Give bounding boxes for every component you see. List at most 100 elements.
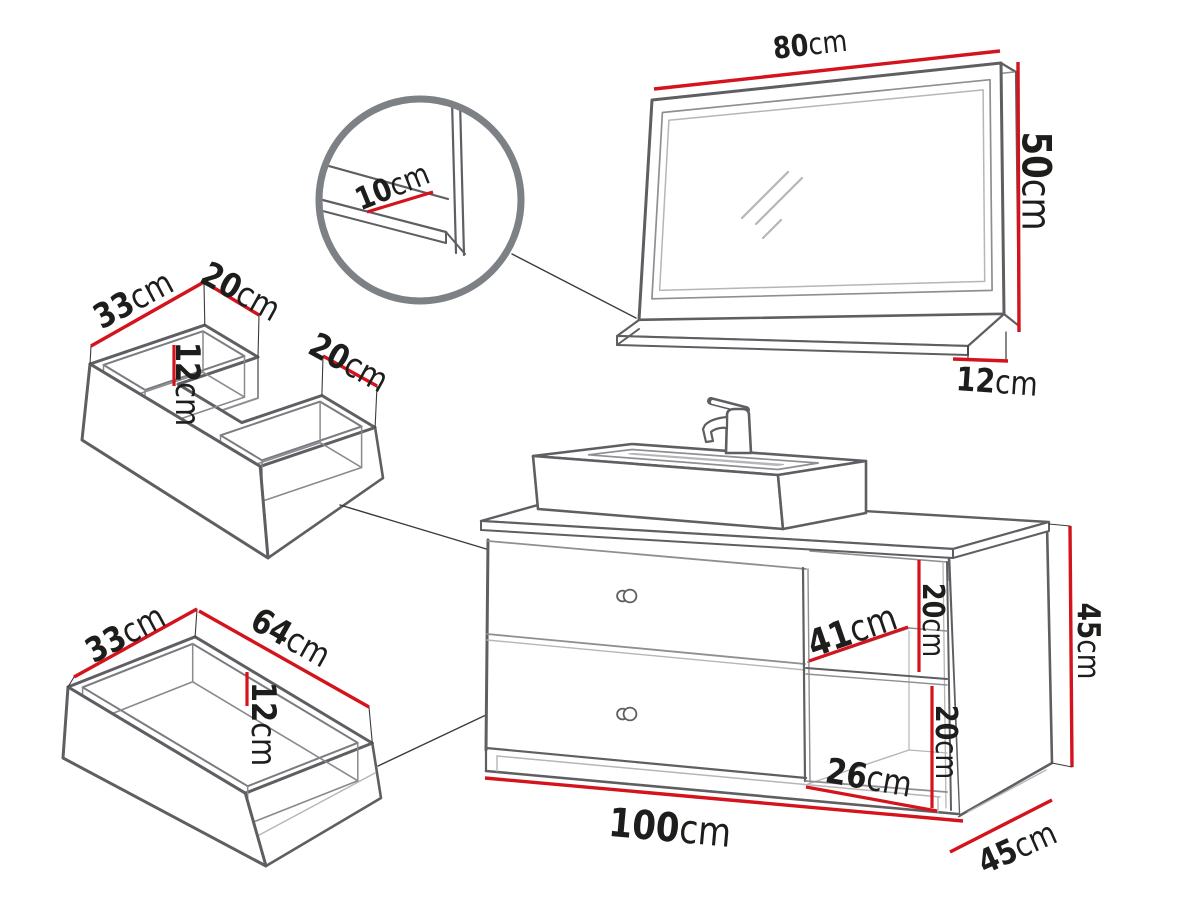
dim-value: 20 xyxy=(929,705,965,740)
mirror-glass-hatch-3 xyxy=(761,218,783,240)
dim-unit: cm xyxy=(243,722,282,766)
dim-line-detail-shelf-depth xyxy=(366,190,434,214)
dim-line-cabinet-depth xyxy=(949,798,1053,854)
drawer-ref-br xyxy=(368,706,373,744)
knob-upper xyxy=(622,588,638,604)
cabinet-height-ref-top xyxy=(1048,523,1071,527)
dim-unit: cm xyxy=(929,740,965,779)
niche-floor-left-edge xyxy=(807,749,910,785)
connector-circle-to-mirror xyxy=(511,253,637,319)
dim-label-niche-lower-height: 20cm xyxy=(929,705,965,779)
cabinet-top-under-counter xyxy=(487,540,807,570)
cabinet-right-plinth-line xyxy=(967,769,1047,813)
drawer-front-panel xyxy=(61,685,268,868)
dim-label-niche-width: 26cm xyxy=(823,750,916,805)
mirror-glass-hatch-2 xyxy=(754,176,804,226)
detail-circle-content xyxy=(322,102,466,257)
mirror-group: 80cm 50cm 12cm xyxy=(615,23,1059,404)
dim-line-organizer-depth xyxy=(90,280,205,348)
dim-line-niche-depth xyxy=(808,625,909,663)
detail-shelf-front-edge xyxy=(322,196,448,234)
cabinet-drawers-bottom-edge xyxy=(484,746,808,780)
dim-value: 50 xyxy=(1013,131,1059,178)
dim-line-mirror-width xyxy=(653,49,1001,91)
niche-shelf-back-edge xyxy=(908,627,948,632)
connector-organizer-to-cabinet xyxy=(339,504,514,558)
dim-line-organizer-right-width xyxy=(322,354,378,388)
organizer-ref-b20 xyxy=(257,314,260,358)
dim-line-drawer-width xyxy=(198,609,370,709)
dim-label-niche-upper-height: 20cm xyxy=(916,583,952,657)
dim-value: 20 xyxy=(916,583,952,618)
cabinet-base-bottom-edge xyxy=(484,769,960,816)
dim-line-cabinet-height xyxy=(1068,525,1074,768)
niche-floor-back-edge xyxy=(908,749,948,754)
detail-mirror-edge-1 xyxy=(450,102,458,255)
niche-right-wall-1 xyxy=(946,561,952,811)
dim-line-cabinet-width xyxy=(484,776,964,823)
detail-shelf-bottom-edge xyxy=(322,208,447,244)
cabinet-front-block xyxy=(486,540,959,816)
dim-label-drawer-height: 12cm xyxy=(243,682,282,766)
dim-value: 45 xyxy=(1070,603,1107,640)
dim-unit: cm xyxy=(1070,639,1107,679)
cabinet-height-ref-bottom xyxy=(1051,762,1073,768)
organizer-ref-front-left xyxy=(89,345,92,365)
detail-circle-ring xyxy=(315,95,525,305)
vanity-cabinet-group: 41cm 20cm 20cm 26cm 100cm 45cm 45cm xyxy=(479,397,1107,882)
dim-label-cabinet-height: 45cm xyxy=(1070,603,1107,680)
cabinet-niche-left-wall-1 xyxy=(801,566,807,783)
faucet-body xyxy=(724,407,753,455)
dim-line-organizer-left-width xyxy=(205,281,260,317)
detail-board-bottom xyxy=(445,231,466,255)
mirror-glass-edge xyxy=(658,89,986,292)
organizer-front-panel xyxy=(80,362,270,560)
drawer-ref-apex xyxy=(194,608,198,638)
dim-value: 26 xyxy=(823,750,871,798)
dim-value: 12 xyxy=(955,361,997,401)
organizer-ref-apex xyxy=(203,281,206,326)
niche-floor-front-edge xyxy=(805,780,948,793)
dim-line-drawer-depth xyxy=(73,607,198,679)
detail-circle-group: 10cm xyxy=(315,95,637,319)
dim-line-mirror-shelf-depth xyxy=(952,357,1009,363)
dim-label-mirror-height: 50cm xyxy=(1013,131,1059,230)
cabinet-plinth-top-edge xyxy=(496,755,941,798)
dim-value: 80 xyxy=(771,27,810,66)
cabinet-niche-left-wall-2 xyxy=(807,568,811,783)
drawer-ref-front-left xyxy=(67,676,75,688)
dim-label-cabinet-width: 100cm xyxy=(607,799,733,856)
dim-unit: cm xyxy=(994,364,1039,405)
dim-value: 12 xyxy=(243,682,282,722)
cabinet-drawer-divider-2 xyxy=(486,639,806,671)
dim-line-mirror-height xyxy=(1016,61,1021,333)
mirror-front-board xyxy=(637,61,1006,322)
sink-right-face xyxy=(776,459,868,531)
dim-unit: cm xyxy=(863,757,915,805)
sink-rim-inner-2 xyxy=(628,452,785,467)
cabinet-drawer-divider-1 xyxy=(486,633,806,665)
dim-label-organizer-height: 12cm xyxy=(167,342,206,426)
niche-shelf-front-edge-1 xyxy=(805,667,948,680)
niche-shelf-front-edge-2 xyxy=(805,673,948,686)
cabinet-left-front-edge xyxy=(484,538,490,752)
dim-unit: cm xyxy=(806,23,849,63)
detail-mirror-edge-2 xyxy=(458,102,466,257)
knob-lower xyxy=(622,706,638,722)
mirror-shelf-left-cap xyxy=(616,328,640,346)
organizer-ref-br xyxy=(374,385,378,429)
dim-unit: cm xyxy=(167,382,206,426)
dim-line-niche-width xyxy=(805,785,938,813)
countertop-right-edge xyxy=(952,521,1050,559)
organizer-rim-outer xyxy=(88,323,377,468)
niche-ceiling-edge xyxy=(809,550,948,563)
dim-unit: cm xyxy=(1013,179,1059,231)
drawer-side-inner-line xyxy=(249,772,376,841)
faucet-spout xyxy=(701,415,729,444)
organizer-ref-b44 xyxy=(321,355,324,397)
dim-unit: cm xyxy=(916,618,952,657)
dim-label-mirror-shelf-depth: 12cm xyxy=(955,361,1039,404)
sink-rim-inner-1 xyxy=(587,448,820,471)
